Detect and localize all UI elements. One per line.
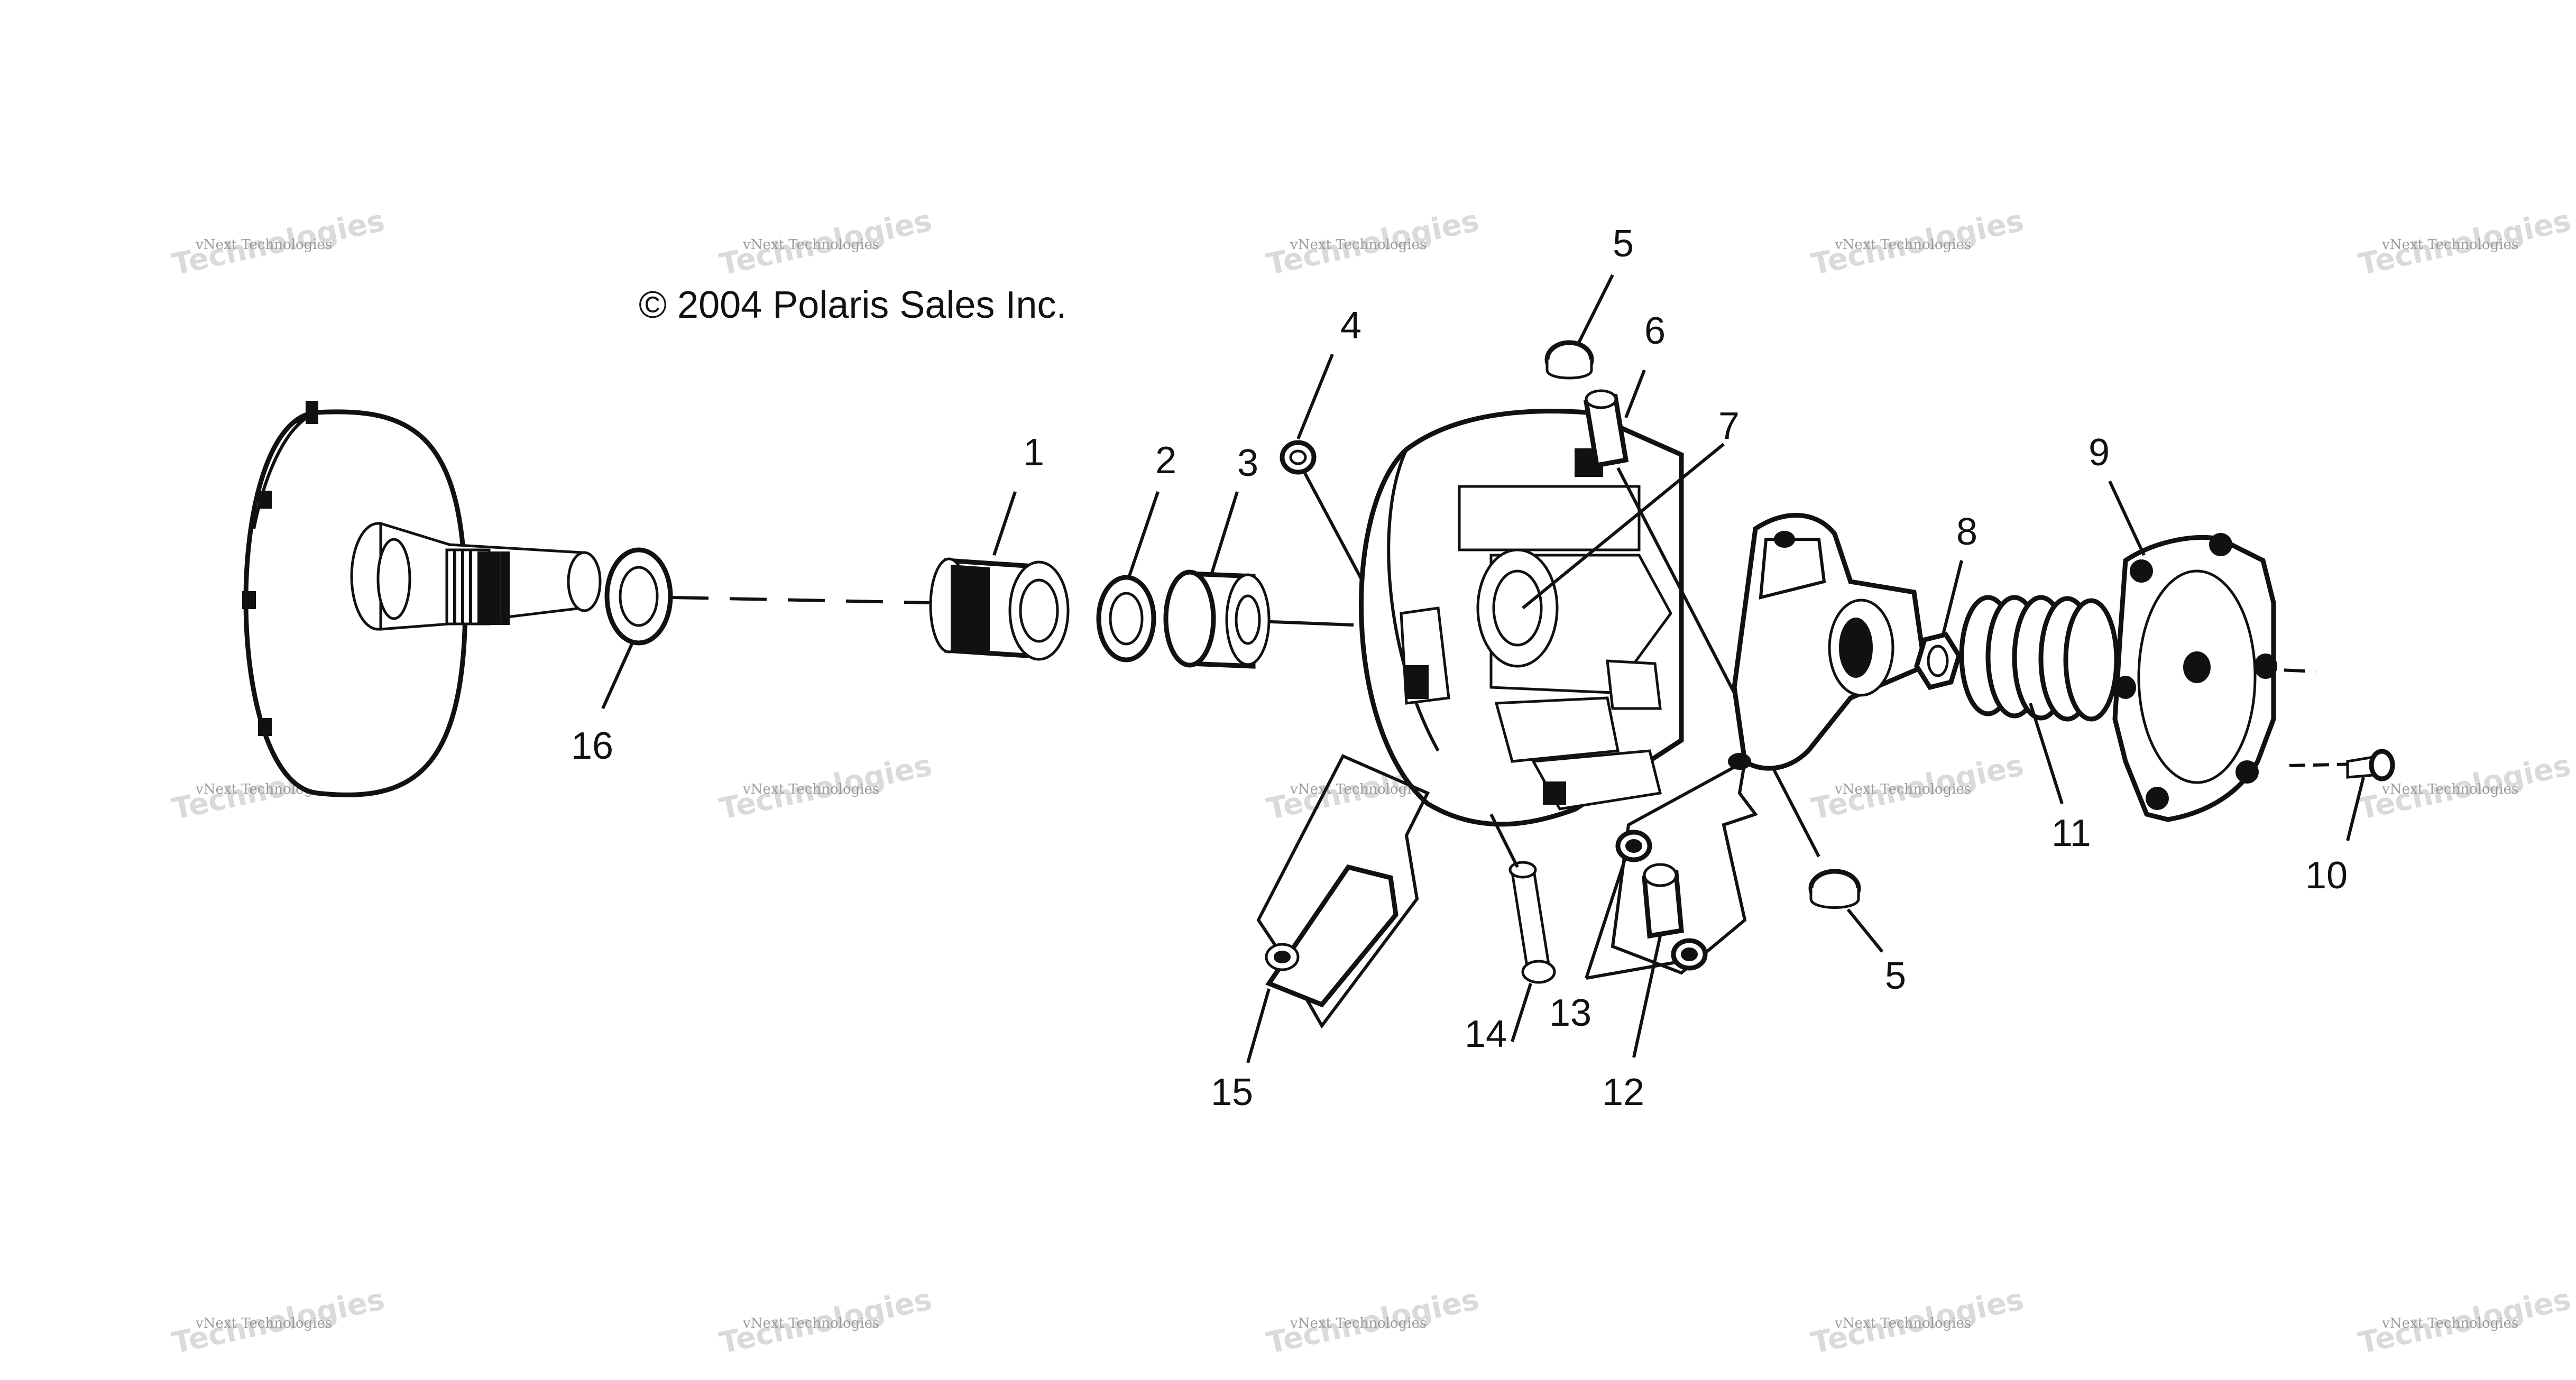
cap-5-top: [1544, 274, 1614, 380]
bolt-10: [2346, 749, 2395, 841]
callout-7: 7: [1718, 405, 1740, 447]
washer-2: [1096, 491, 1160, 663]
bushing-1: [929, 491, 1070, 661]
callout-1: 1: [1023, 431, 1044, 474]
callout-6: 6: [1644, 310, 1666, 352]
callout-12: 12: [1602, 1071, 1644, 1114]
callout-4: 4: [1340, 305, 1361, 347]
flyweight-15: [1246, 754, 1430, 1063]
cover-9: [2108, 480, 2277, 822]
stationary-sheave: [242, 401, 602, 797]
spring-11: [1959, 595, 2119, 804]
callout-5-top: 5: [1613, 223, 1634, 265]
callout-11: 11: [2051, 812, 2091, 854]
sleeve-3: [1163, 491, 1271, 669]
callout-10: 10: [2305, 854, 2348, 897]
roller-assembly-12-13: [1585, 758, 1758, 1058]
callout-8: 8: [1956, 511, 1977, 553]
nut-8: [1914, 560, 1963, 691]
callout-14: 14: [1465, 1013, 1507, 1055]
copyright-notice: © 2004 Polaris Sales Inc.: [639, 284, 1067, 326]
cap-5-bottom: [1808, 869, 1884, 953]
spacer-6: [1583, 369, 1820, 858]
pin-14: [1489, 813, 1556, 1042]
callout-13: 13: [1549, 992, 1591, 1034]
callout-9: 9: [2089, 431, 2110, 474]
callout-3: 3: [1237, 442, 1258, 484]
parts-diagram: Technologies vNext Technologies Technolo…: [169, 204, 2574, 1360]
callout-5-bottom: 5: [1885, 955, 1906, 997]
callout-2: 2: [1155, 439, 1176, 482]
axis-line-mid: [1258, 620, 1354, 627]
moveable-sheave: [1359, 409, 1684, 827]
washer-16: [601, 547, 673, 710]
exploded-view-drawing: 1 2 3 4 5 6 7 8 9 10 11 12 13 14 15 16 5: [242, 223, 2395, 1114]
leader-7: [1522, 443, 1725, 610]
spider-arm: [1728, 513, 1927, 771]
callout-15: 15: [1211, 1071, 1253, 1114]
callout-16: 16: [571, 725, 613, 767]
axis-line-left: [671, 596, 931, 604]
